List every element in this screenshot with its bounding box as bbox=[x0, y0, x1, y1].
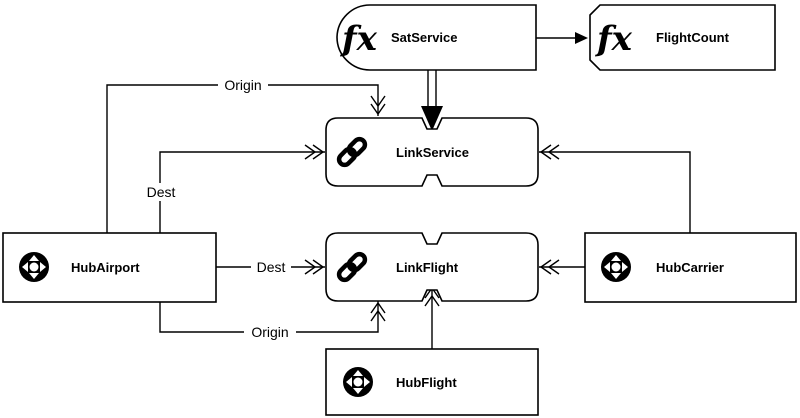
node-satservice[interactable]: fx SatService bbox=[336, 4, 537, 71]
hub-icon bbox=[601, 252, 631, 282]
edge-label-dest-flight: Dest bbox=[257, 259, 286, 275]
edge-satservice-linkservice bbox=[421, 70, 443, 131]
node-hubcarrier[interactable]: HubCarrier bbox=[584, 232, 797, 303]
function-icon: fx bbox=[595, 19, 633, 59]
edge-hubcarrier-linkservice bbox=[539, 144, 691, 233]
node-linkservice[interactable]: LinkService bbox=[325, 117, 539, 187]
edge-label-dest-service: Dest bbox=[147, 184, 176, 200]
node-flightcount[interactable]: fx FlightCount bbox=[589, 4, 776, 71]
edge-satservice-flightcount bbox=[536, 32, 588, 44]
node-hubflight[interactable]: HubFlight bbox=[325, 348, 539, 416]
edge-label-origin-service: Origin bbox=[224, 77, 261, 93]
node-linkflight[interactable]: LinkFlight bbox=[325, 232, 539, 302]
node-label-satservice: SatService bbox=[391, 30, 458, 45]
node-label-linkflight: LinkFlight bbox=[396, 260, 459, 275]
node-label-flightcount: FlightCount bbox=[656, 30, 730, 45]
edge-labels: Origin Dest Dest Origin bbox=[142, 76, 296, 341]
edge-hubairport-linkservice-dest bbox=[159, 144, 325, 233]
edge-label-origin-flight: Origin bbox=[251, 324, 288, 340]
function-icon: fx bbox=[340, 19, 378, 59]
node-label-hubairport: HubAirport bbox=[71, 260, 140, 275]
edge-hubflight-linkflight bbox=[424, 286, 440, 349]
node-hubairport[interactable]: HubAirport bbox=[2, 232, 217, 303]
hub-icon bbox=[19, 252, 49, 282]
node-label-linkservice: LinkService bbox=[396, 145, 469, 160]
node-label-hubflight: HubFlight bbox=[396, 375, 457, 390]
node-label-hubcarrier: HubCarrier bbox=[656, 260, 724, 275]
hub-icon bbox=[343, 367, 373, 397]
edge-hubcarrier-linkflight bbox=[539, 259, 585, 275]
